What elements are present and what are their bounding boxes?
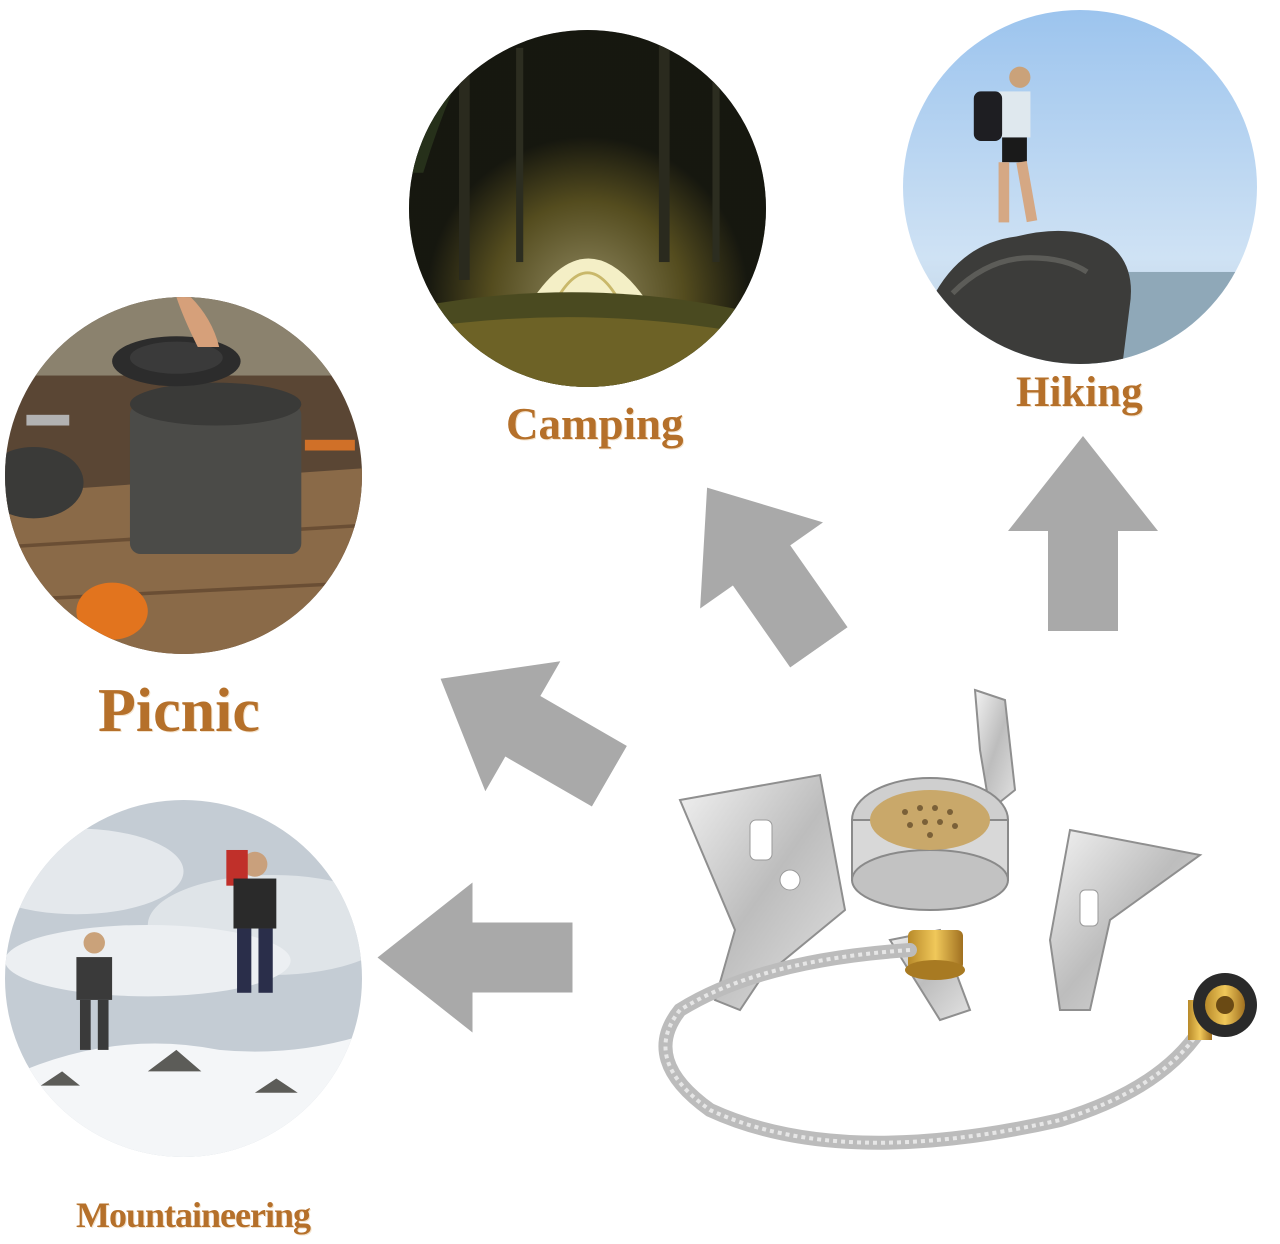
mountaineering-scene-image	[5, 800, 362, 1157]
picnic-scene-image	[5, 297, 362, 654]
camping-stove-image	[640, 680, 1280, 1200]
picnic-label: Picnic	[98, 677, 260, 745]
camping-scene-image	[409, 30, 766, 387]
camping-label: Camping	[506, 399, 684, 449]
arrow-to-camping-icon	[646, 445, 881, 691]
mountaineering-label: Mountaineering	[76, 1195, 311, 1235]
hiking-scene-image	[903, 10, 1257, 364]
arrow-to-mountaineering-icon	[377, 882, 573, 1033]
arrow-to-hiking-icon	[1008, 436, 1158, 631]
hiking-label: Hiking	[1016, 369, 1143, 416]
arrow-to-picnic-icon	[403, 614, 647, 841]
